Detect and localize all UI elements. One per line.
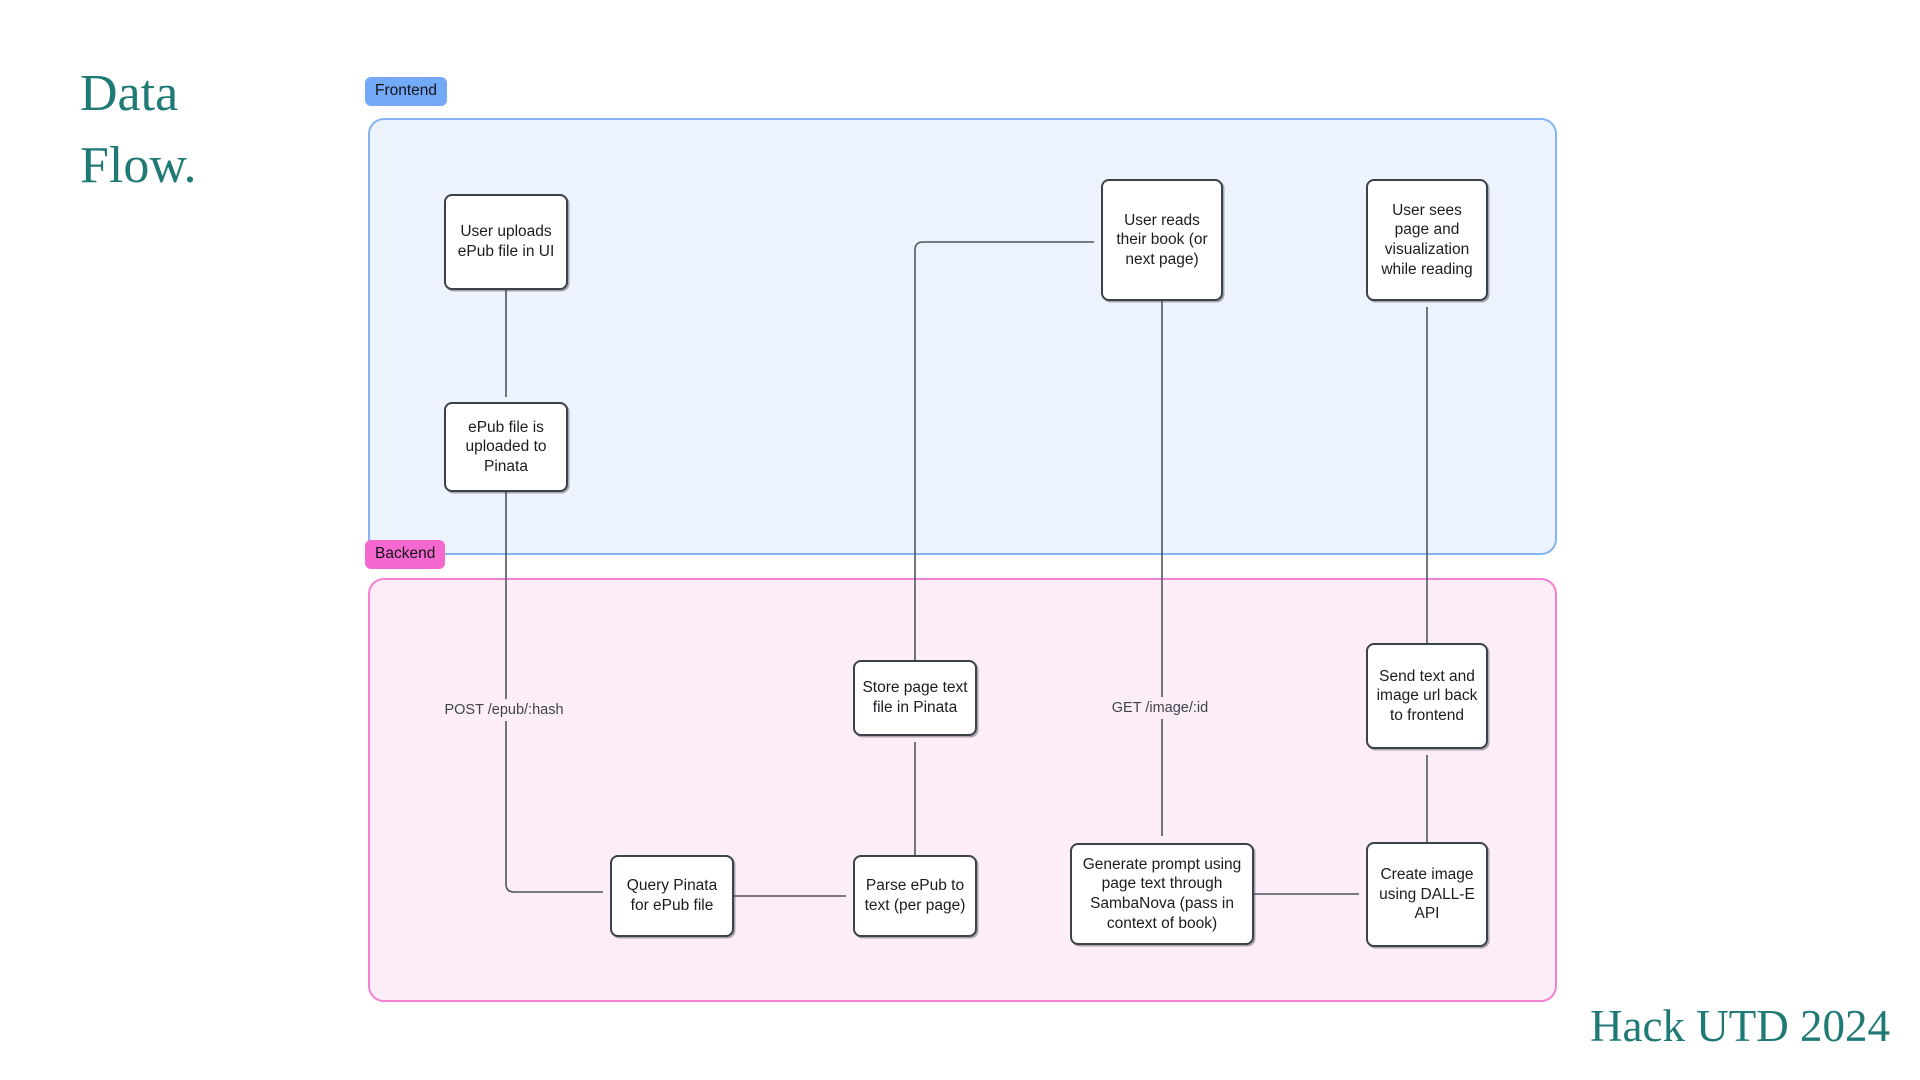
node-send-back: Send text and image url back to frontend — [1366, 643, 1488, 749]
edge-label-post-epub: POST /epub/:hash — [439, 699, 569, 721]
node-generate-prompt: Generate prompt using page text through … — [1070, 843, 1254, 945]
frontend-region-tag: Frontend — [365, 77, 448, 106]
page-title: Data Flow. — [80, 58, 197, 202]
node-user-sees: User sees page and visualization while r… — [1366, 179, 1488, 301]
backend-region-tag: Backend — [365, 540, 446, 569]
node-create-image: Create image using DALL-E API — [1366, 842, 1488, 947]
node-parse-epub: Parse ePub to text (per page) — [853, 855, 977, 937]
node-query-pinata: Query Pinata for ePub file — [610, 855, 734, 937]
node-store-page: Store page text file in Pinata — [853, 660, 977, 736]
node-user-uploads: User uploads ePub file in UI — [444, 194, 568, 290]
page-title-line1: Data — [80, 65, 179, 122]
edge-label-get-image: GET /image/:id — [1106, 697, 1214, 719]
page-title-line2: Flow. — [80, 137, 197, 194]
node-user-reads: User reads their book (or next page) — [1101, 179, 1223, 301]
event-credit: Hack UTD 2024 — [1590, 1001, 1890, 1051]
node-epub-uploaded: ePub file is uploaded to Pinata — [444, 402, 568, 492]
